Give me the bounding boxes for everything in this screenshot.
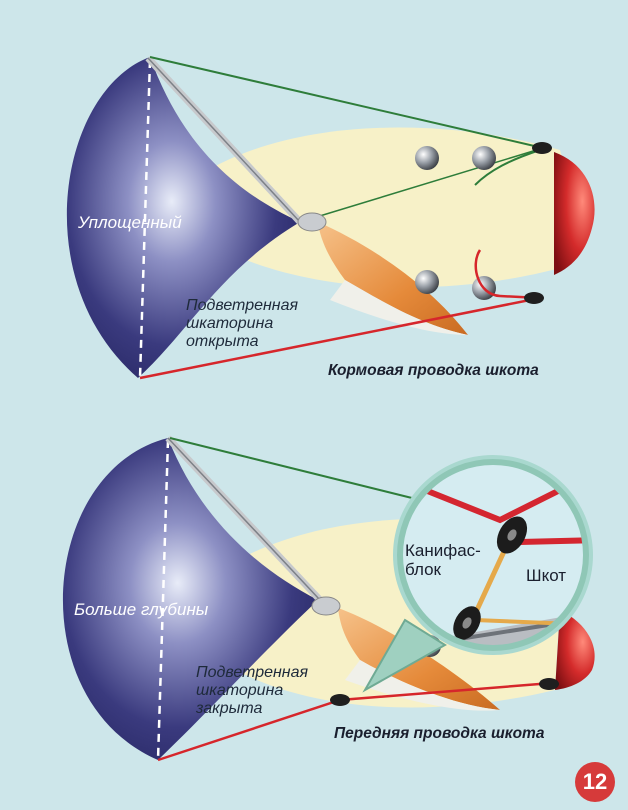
fairlead-bottom-2 — [539, 678, 559, 690]
fairlead-top-1 — [532, 142, 552, 154]
fairlead-bottom-1 — [330, 694, 350, 706]
bottom-leech-label: Подветренная шкаторина закрыта — [196, 664, 308, 718]
forestay-bottom — [170, 438, 420, 500]
bottom-leech-line-2: шкаторина — [196, 682, 308, 700]
winch-top-2 — [472, 146, 496, 170]
winch-top-3 — [415, 270, 439, 294]
bottom-leech-line-3: закрыта — [196, 700, 308, 718]
bottom-sail-label: Больше глубины — [74, 600, 208, 619]
top-leech-line-2: шкаторина — [186, 315, 298, 333]
fairlead-top-2 — [524, 292, 544, 304]
top-leech-label: Подветренная шкаторина открыта — [186, 297, 298, 351]
inset-block-line-2: блок — [405, 560, 481, 579]
inset-sheet-label: Шкот — [526, 566, 566, 585]
top-leech-line-1: Подветренная — [186, 297, 298, 315]
winch-top-1 — [415, 146, 439, 170]
top-caption: Кормовая проводка шкота — [328, 362, 539, 380]
bottom-caption: Передняя проводка шкота — [334, 725, 544, 743]
top-leech-line-3: открыта — [186, 333, 298, 351]
page-number-badge: 12 — [575, 762, 615, 802]
jib-block-top — [298, 213, 326, 231]
inset-block-label: Канифас- блок — [405, 541, 481, 579]
top-sail-label: Уплощенный — [78, 213, 182, 232]
bow-top — [554, 152, 595, 275]
inset-block-line-1: Канифас- — [405, 541, 481, 560]
bottom-leech-line-1: Подветренная — [196, 664, 308, 682]
jib-block-bottom — [312, 597, 340, 615]
